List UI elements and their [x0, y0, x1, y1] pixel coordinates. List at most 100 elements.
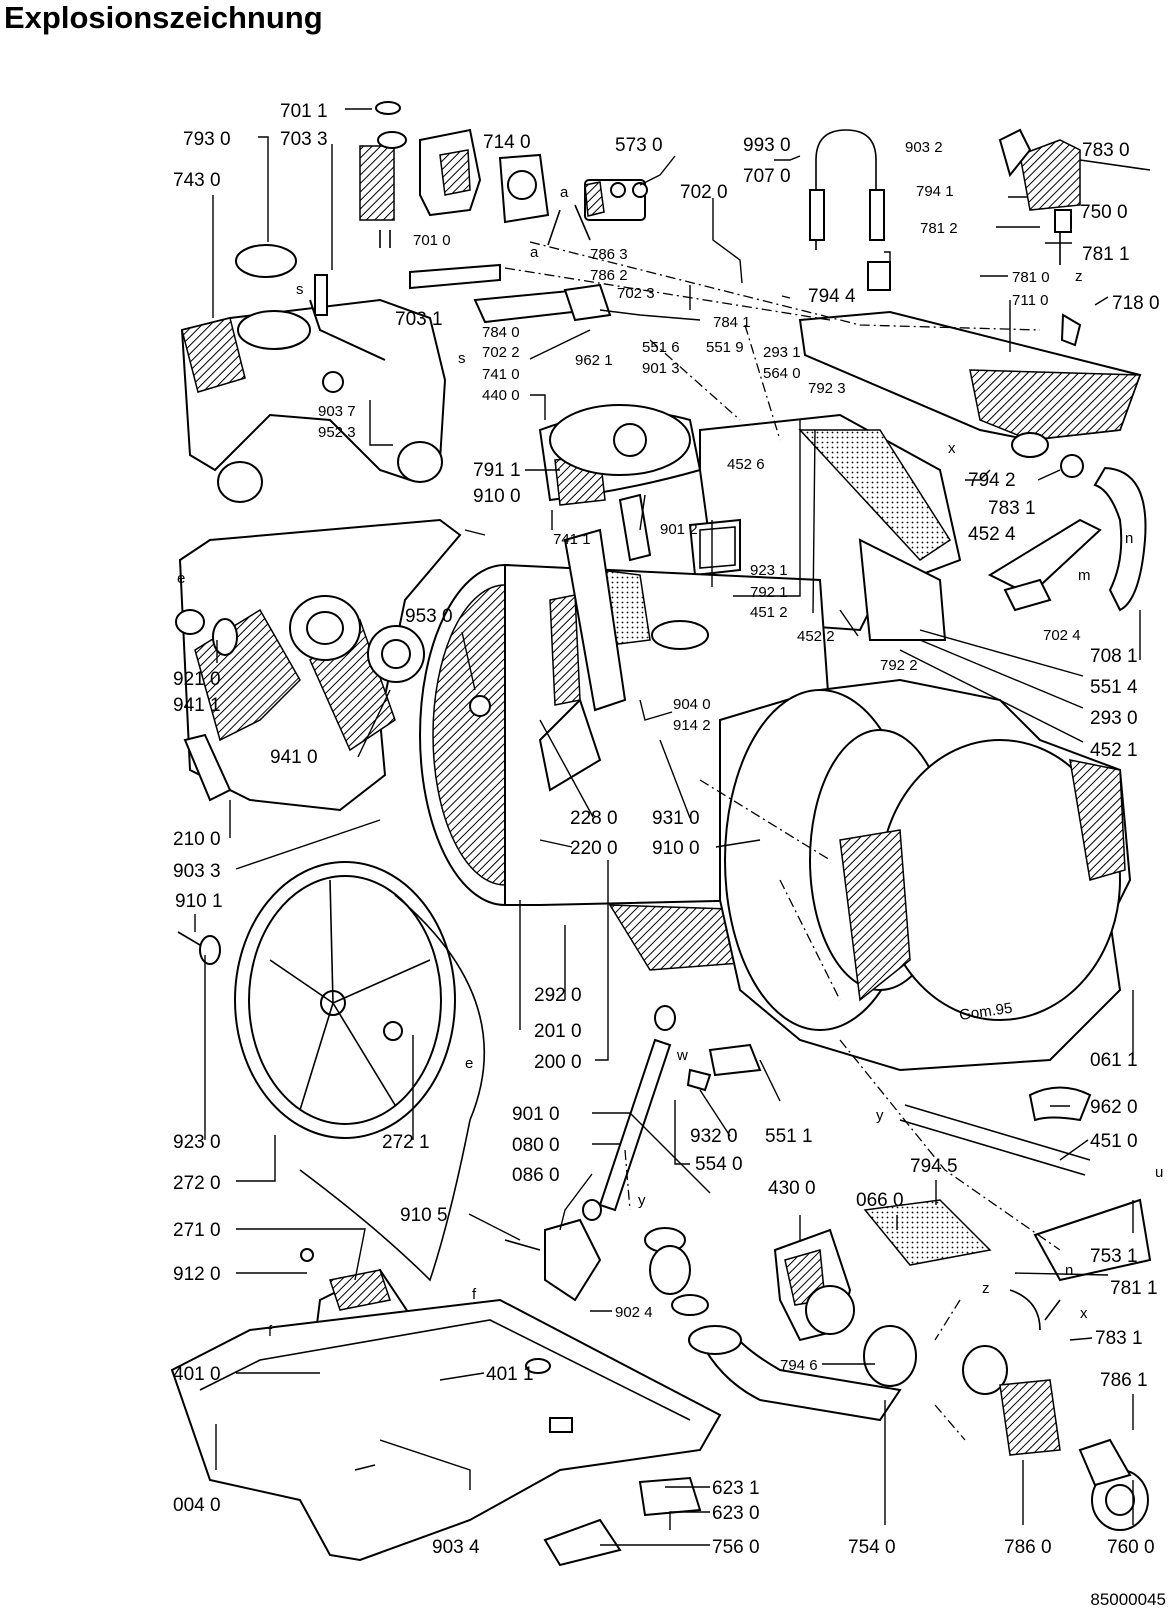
label-702-2: 702 2: [482, 344, 520, 361]
part-451-heater: [899, 1086, 1152, 1282]
part-061-tub-front: [719, 678, 1132, 1072]
label-904-0: 904 0: [673, 696, 711, 713]
letter-n-bottom: n: [1065, 1262, 1073, 1279]
part-086-bracket: [504, 1218, 602, 1302]
label-902-4: 902 4: [615, 1304, 653, 1321]
assembly-lines: [504, 241, 1061, 1441]
label-452-1: 452 1: [1090, 740, 1138, 761]
part-993-hose: [809, 129, 891, 291]
label-941-0: 941 0: [270, 747, 318, 768]
label-451-2: 451 2: [750, 604, 788, 621]
label-923-0: 923 0: [173, 1132, 221, 1153]
label-401-0: 401 0: [173, 1364, 221, 1385]
label-910-1: 910 1: [175, 891, 223, 912]
label-743-0: 743 0: [173, 170, 221, 191]
letter-a-top: a: [560, 184, 569, 201]
label-784-0: 784 0: [482, 324, 520, 341]
label-792-2: 792 2: [880, 657, 918, 674]
leader-lines: [194, 108, 1141, 1546]
part-741-assembly: [538, 404, 702, 562]
label-783-0: 783 0: [1082, 140, 1130, 161]
label-932-0: 932 0: [690, 1126, 738, 1147]
part-004-base-plate: [170, 1298, 722, 1562]
label-272-1: 272 1: [382, 1132, 430, 1153]
label-903-4: 903 4: [432, 1537, 480, 1558]
label-903-2: 903 2: [905, 139, 943, 156]
label-953-0: 953 0: [405, 606, 453, 627]
part-272-pulley: [234, 861, 486, 1282]
label-452-4: 452 4: [968, 524, 1016, 545]
label-754-0: 754 0: [848, 1537, 896, 1558]
label-781-1-top: 781 1: [1082, 244, 1130, 265]
label-794-4: 794 4: [808, 286, 856, 307]
label-901-0: 901 0: [512, 1104, 560, 1125]
label-794-1: 794 1: [916, 183, 954, 200]
label-914-2: 914 2: [673, 717, 711, 734]
letter-z-bottom: z: [982, 1280, 990, 1297]
label-703-1: 703 1: [395, 309, 443, 330]
label-066-0: 066 0: [856, 1190, 904, 1211]
label-228-0: 228 0: [570, 808, 618, 829]
label-794-2: 794 2: [968, 470, 1016, 491]
label-783-1-top: 783 1: [988, 498, 1036, 519]
label-271-0: 271 0: [173, 1220, 221, 1241]
part-066-pad: [863, 1199, 992, 1266]
label-786-3: 786 3: [590, 246, 628, 263]
label-952-3: 952 3: [318, 424, 356, 441]
label-623-1: 623 1: [712, 1478, 760, 1499]
label-756-0: 756 0: [712, 1537, 760, 1558]
label-707-0: 707 0: [743, 166, 791, 187]
part-623-bracket: [543, 1476, 702, 1567]
label-718-0: 718 0: [1112, 293, 1160, 314]
label-784-1: 784 1: [713, 314, 751, 331]
label-703-3: 703 3: [280, 129, 328, 150]
page-title: Explosionszeichnung: [4, 0, 323, 35]
label-702-3: 702 3: [617, 285, 655, 302]
letter-s-bottom: s: [458, 350, 466, 367]
label-714-0: 714 0: [483, 132, 531, 153]
part-080-shock-absorber: [582, 1005, 762, 1221]
label-210-0: 210 0: [173, 829, 221, 850]
label-962-1: 962 1: [575, 352, 613, 369]
letter-n-top: n: [1125, 530, 1133, 547]
label-551-9: 551 9: [706, 339, 744, 356]
part-452-duct: [688, 413, 962, 641]
letter-e-pulley: e: [465, 1055, 473, 1072]
label-910-5: 910 5: [400, 1205, 448, 1226]
label-931-0: 931 0: [652, 808, 700, 829]
label-792-3: 792 3: [808, 380, 846, 397]
label-903-7: 903 7: [318, 403, 356, 420]
label-401-1: 401 1: [486, 1364, 534, 1385]
label-962-0: 962 0: [1090, 1097, 1138, 1118]
label-711-0: 711 0: [1012, 292, 1048, 309]
label-004-0: 004 0: [173, 1495, 221, 1516]
letter-y-top: y: [876, 1107, 884, 1124]
label-794-6: 794 6: [780, 1357, 818, 1374]
connection-letters: s s a a x z e n m e w y y f f u n z x Go…: [177, 184, 1163, 1340]
part-labels: 701 1 703 3 793 0 743 0 714 0 573 0 993 …: [173, 101, 1160, 1558]
letter-w: w: [676, 1047, 688, 1064]
part-923-washer: [177, 931, 403, 1041]
label-923-1: 923 1: [750, 562, 788, 579]
label-760-0: 760 0: [1107, 1537, 1155, 1558]
label-452-2: 452 2: [797, 628, 835, 645]
label-086-0: 086 0: [512, 1165, 560, 1186]
letter-m: m: [1078, 567, 1091, 584]
part-750-pressure-switch: [998, 128, 1151, 265]
letter-e-left: e: [177, 570, 185, 587]
label-200-0: 200 0: [534, 1052, 582, 1073]
label-910-0-mid: 910 0: [652, 838, 700, 859]
letter-x-top: x: [948, 440, 956, 457]
label-080-0: 080 0: [512, 1135, 560, 1156]
label-794-5: 794 5: [910, 1156, 958, 1177]
label-554-0: 554 0: [695, 1154, 743, 1175]
label-708-1: 708 1: [1090, 646, 1138, 667]
label-741-0: 741 0: [482, 366, 520, 383]
label-781-0: 781 0: [1012, 269, 1050, 286]
letter-s-top: s: [296, 281, 304, 298]
label-573-0: 573 0: [615, 135, 663, 156]
letter-f-belt: f: [472, 1286, 477, 1303]
label-061-1: 061 1: [1090, 1050, 1138, 1071]
label-623-0: 623 0: [712, 1503, 760, 1524]
label-753-1: 753 1: [1090, 1246, 1138, 1267]
